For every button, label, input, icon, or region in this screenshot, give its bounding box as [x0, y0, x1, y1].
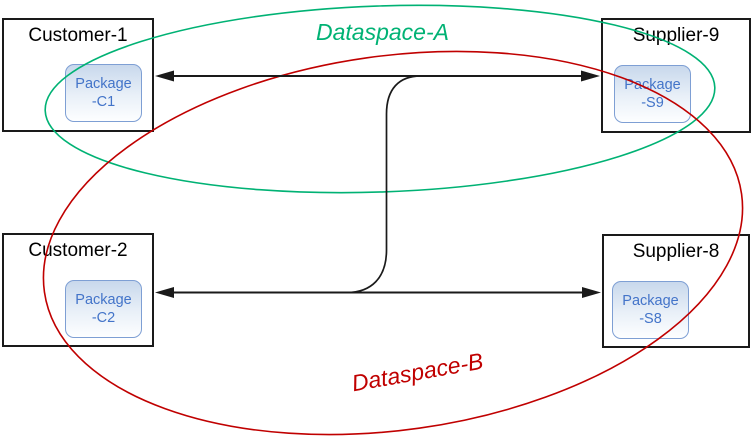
package-badge-c2: Package -C2: [65, 280, 142, 338]
package-badge-c1: Package -C1: [65, 64, 142, 122]
dataspace-a-label: Dataspace-A: [316, 19, 449, 45]
package-label-line1: Package: [622, 292, 679, 309]
package-badge-s9: Package -S9: [614, 65, 691, 123]
arrowhead-right: [581, 70, 600, 82]
arrowhead-right: [582, 287, 601, 298]
package-label-line1: Package: [624, 76, 681, 93]
top-bidirectional-arrow: [155, 70, 600, 82]
arrowhead-left: [155, 70, 174, 82]
package-label-line1: Package: [75, 75, 132, 92]
node-title: Supplier-8: [632, 241, 720, 262]
node-title: Customer-2: [28, 240, 128, 261]
package-badge-s8: Package -S8: [612, 281, 689, 339]
node-supplier-8: Supplier-8 Package -S8: [602, 234, 750, 348]
node-title: Customer-1: [28, 25, 128, 46]
package-label-line1: Package: [75, 291, 132, 308]
package-label-line2: -S8: [639, 311, 662, 327]
node-customer-2: Customer-2 Package -C2: [2, 233, 154, 347]
arrowhead-left: [155, 287, 174, 298]
package-label-line2: -C2: [91, 310, 116, 326]
package-label-line2: -S9: [641, 95, 664, 111]
bottom-bidirectional-arrow: [155, 287, 601, 298]
dataspace-b-label: Dataspace-B: [349, 347, 486, 397]
node-supplier-9: Supplier-9 Package -S9: [601, 18, 751, 133]
node-title: Supplier-9: [632, 25, 720, 46]
s-curve-connector: [346, 75, 421, 294]
node-customer-1: Customer-1 Package -C1: [2, 18, 154, 132]
package-label-line2: -C1: [91, 94, 116, 110]
